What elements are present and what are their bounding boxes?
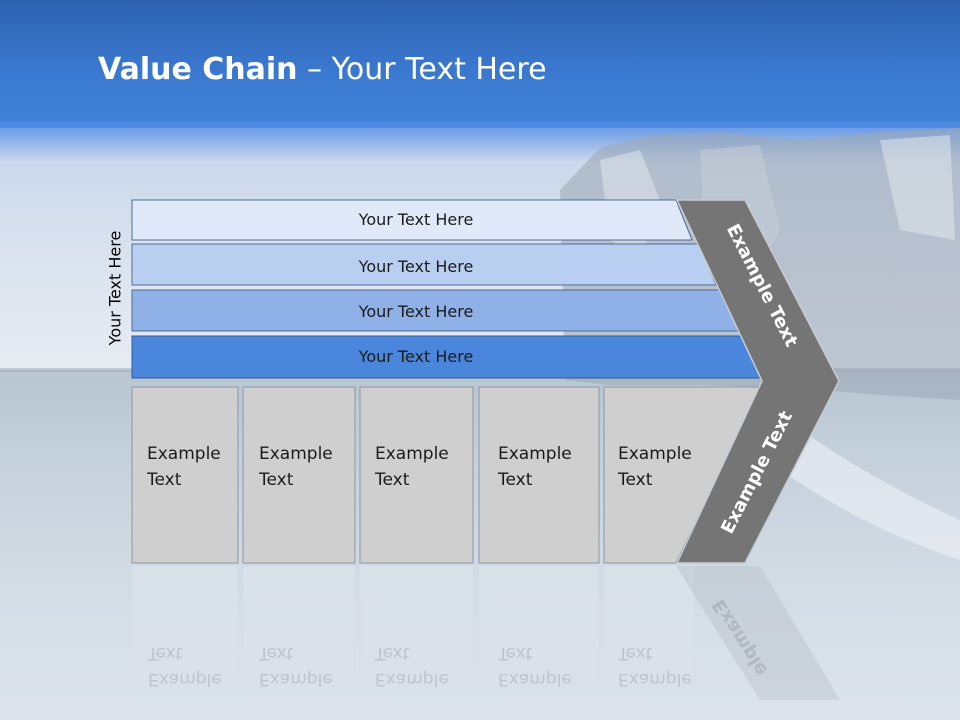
box-1-line2: Text	[146, 470, 182, 490]
box-5-line1: Example	[618, 444, 692, 464]
svg-text:Text: Text	[258, 643, 294, 663]
bar-4-label: Your Text Here	[358, 347, 474, 366]
box-2-line2: Text	[258, 470, 294, 490]
svg-text:Example: Example	[148, 669, 222, 689]
box-4-line2: Text	[497, 470, 533, 490]
svg-text:Example: Example	[618, 669, 692, 689]
box-3	[359, 386, 474, 564]
svg-text:Text: Text	[374, 643, 410, 663]
box-2	[242, 386, 356, 564]
svg-text:Text: Text	[147, 643, 183, 663]
bar-1	[131, 199, 693, 241]
bar-2	[131, 243, 717, 286]
box-3-line1: Example	[375, 444, 449, 464]
box-4	[478, 386, 600, 564]
svg-text:Example: Example	[259, 669, 333, 689]
boxes-group: Example Text Example Text Example Text E…	[131, 386, 762, 564]
title-rest: – Your Text Here	[297, 52, 547, 87]
bar-3-label: Your Text Here	[358, 302, 474, 321]
box-1	[131, 386, 239, 564]
svg-text:Text: Text	[617, 643, 653, 663]
svg-text:Example: Example	[375, 669, 449, 689]
box-3-line2: Text	[374, 470, 410, 490]
slide-title: Value Chain – Your Text Here	[98, 52, 547, 87]
box-5-line2: Text	[617, 470, 653, 490]
box-4-line1: Example	[498, 444, 572, 464]
bars-group: Your Text Here Your Text Here Your Text …	[131, 199, 764, 379]
bar-1-label: Your Text Here	[358, 210, 474, 229]
title-bold: Value Chain	[98, 52, 298, 87]
box-1-line1: Example	[147, 444, 221, 464]
chevron-shape	[675, 199, 840, 564]
svg-text:Example: Example	[498, 669, 572, 689]
diagram-reflection: Example Text Example Text Example Text E…	[131, 565, 840, 700]
box-5	[603, 386, 762, 564]
header-band	[0, 0, 960, 128]
svg-text:Text: Text	[497, 643, 533, 663]
bar-2-label: Your Text Here	[358, 257, 474, 276]
box-2-line1: Example	[259, 444, 333, 464]
